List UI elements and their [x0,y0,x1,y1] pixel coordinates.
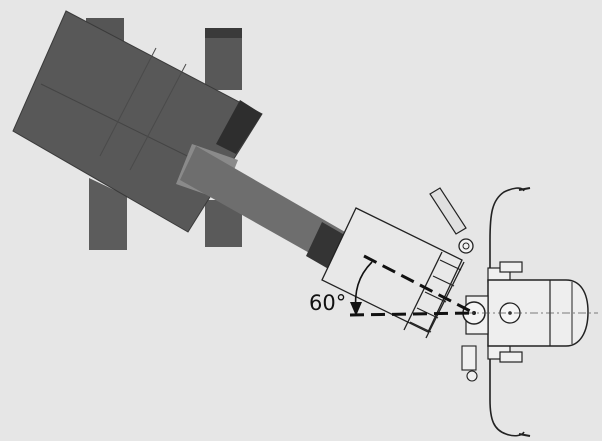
machine-housing [12,10,263,250]
upper-mount-plate [499,261,523,273]
carriage-rail-inner [425,261,465,339]
tilt-cylinder [429,187,467,235]
rung-2 [432,275,455,287]
rung-4 [416,307,439,319]
lower-mount-plate [499,351,523,363]
outrigger-left-bottom [89,178,127,250]
angle-label: 60° [309,291,346,315]
boom-main-section [180,146,352,268]
pivot-pin-upper [458,238,474,254]
rung-5 [409,321,432,333]
wheel-hub-bottom [518,433,531,437]
housing-seam-3 [129,63,187,171]
outrigger-right-top-band [205,28,242,38]
rung-1 [439,259,462,271]
outrigger-right-top [205,28,242,90]
wheel-hub-top [518,187,531,191]
angle-annotation: 60° [309,254,475,317]
pivot-pin-upper-inner [462,242,470,250]
small-tab-lower [461,345,477,371]
housing-rear-band [216,100,262,154]
housing-seam-2 [99,47,157,157]
chassis [461,187,598,437]
carriage-rail-outer [403,251,443,331]
outrigger-right-bottom [205,200,242,247]
wheel-arc-top [489,187,525,272]
wheel-arc-bottom [489,358,525,437]
small-knob [466,370,478,382]
angle-arc-arrowhead [350,302,362,316]
rung-3 [424,291,447,303]
